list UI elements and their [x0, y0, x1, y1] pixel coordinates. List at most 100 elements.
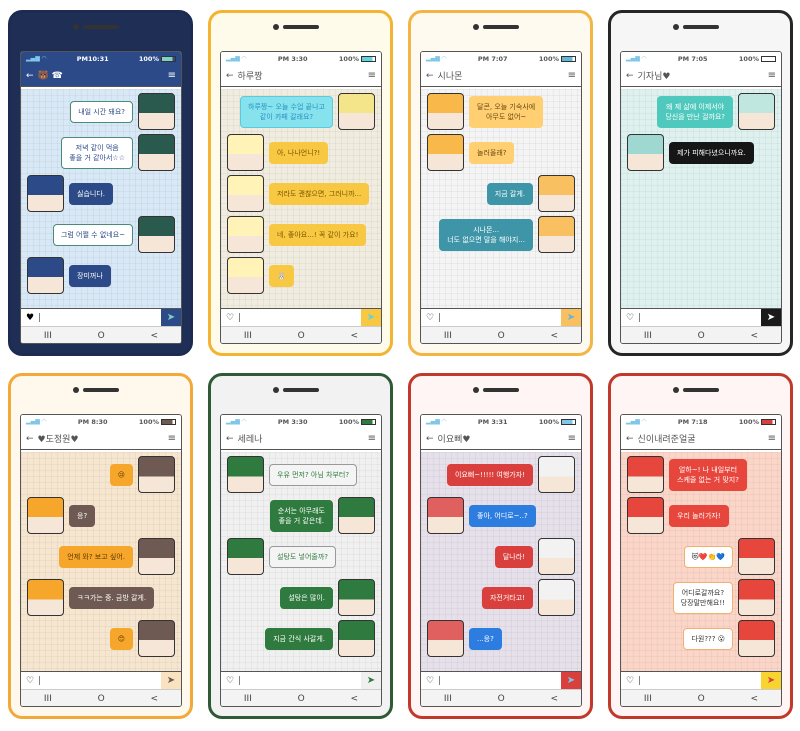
back-arrow-icon[interactable]: ←	[426, 433, 434, 444]
back-button[interactable]: <	[150, 331, 159, 341]
heart-icon[interactable]: ♡	[226, 312, 235, 323]
avatar[interactable]	[538, 456, 575, 493]
avatar[interactable]	[338, 579, 375, 616]
avatar[interactable]	[27, 175, 64, 212]
avatar[interactable]	[627, 497, 664, 534]
chat-area[interactable]: 내일 시간 돼요?저녁 같이 먹음 좋을 거 같아서☆☆싫습니다.그럼 어쩔 수…	[21, 89, 181, 308]
message-input-bar[interactable]: ♡| ➤	[621, 671, 781, 689]
menu-icon[interactable]: ≡	[567, 70, 576, 81]
avatar[interactable]	[27, 579, 64, 616]
avatar[interactable]	[538, 579, 575, 616]
home-button[interactable]: O	[297, 694, 305, 704]
back-arrow-icon[interactable]: ←	[26, 433, 34, 444]
send-button[interactable]: ➤	[361, 672, 381, 689]
recent-apps-button[interactable]: III	[43, 694, 52, 704]
menu-icon[interactable]: ≡	[167, 433, 176, 444]
menu-icon[interactable]: ≡	[167, 70, 176, 81]
avatar[interactable]	[227, 216, 264, 253]
heart-icon[interactable]: ♥	[26, 312, 35, 323]
avatar[interactable]	[27, 257, 64, 294]
back-arrow-icon[interactable]: ←	[226, 433, 234, 444]
avatar[interactable]	[338, 620, 375, 657]
avatar[interactable]	[227, 175, 264, 212]
message-input-bar[interactable]: ♡| ➤	[21, 671, 181, 689]
send-button[interactable]: ➤	[561, 309, 581, 326]
avatar[interactable]	[138, 620, 175, 657]
avatar[interactable]	[427, 93, 464, 130]
back-arrow-icon[interactable]: ←	[626, 433, 634, 444]
chat-area[interactable]: 이요삐~!!!!! 여행가자!좋아, 어디로~..?달나라!자전거타고!...응…	[421, 452, 581, 671]
avatar[interactable]	[538, 216, 575, 253]
avatar[interactable]	[138, 93, 175, 130]
back-arrow-icon[interactable]: ←	[426, 70, 434, 81]
avatar[interactable]	[738, 579, 775, 616]
avatar[interactable]	[427, 620, 464, 657]
text-cursor[interactable]: |	[638, 312, 642, 323]
message-input-bar[interactable]: ♡|➤	[221, 671, 381, 689]
message-input-bar[interactable]: ♡|➤	[421, 308, 581, 326]
avatar[interactable]	[538, 175, 575, 212]
back-button[interactable]: <	[550, 694, 559, 704]
back-button[interactable]: <	[750, 694, 759, 704]
send-button[interactable]: ➤	[761, 672, 781, 689]
recent-apps-button[interactable]: III	[643, 694, 652, 704]
back-arrow-icon[interactable]: ←	[26, 70, 34, 81]
recent-apps-button[interactable]: III	[43, 331, 52, 341]
avatar[interactable]	[738, 538, 775, 575]
chat-area[interactable]: 우유 먼저? 아님 차부터?순서는 아무래도 좋을 거 같은데.설탕도 넣어줄까…	[221, 452, 381, 671]
avatar[interactable]	[27, 497, 64, 534]
recent-apps-button[interactable]: III	[243, 694, 252, 704]
send-button[interactable]: ➤	[161, 672, 181, 689]
back-button[interactable]: <	[350, 694, 359, 704]
avatar[interactable]	[627, 456, 664, 493]
heart-icon[interactable]: ♡	[426, 675, 435, 686]
avatar[interactable]	[227, 456, 264, 493]
home-button[interactable]: O	[497, 331, 505, 341]
text-cursor[interactable]: |	[238, 312, 242, 323]
back-button[interactable]: <	[150, 694, 159, 704]
avatar[interactable]	[538, 538, 575, 575]
avatar[interactable]	[427, 497, 464, 534]
home-button[interactable]: O	[697, 694, 705, 704]
chat-area[interactable]: 얼하~! 나 내일부터 스케줄 없는 거 맞지?우리 놀러가자!😻❤️👏💙어디로…	[621, 452, 781, 671]
heart-icon[interactable]: ♡	[626, 312, 635, 323]
menu-icon[interactable]: ≡	[367, 70, 376, 81]
avatar[interactable]	[338, 93, 375, 130]
menu-icon[interactable]: ≡	[767, 433, 776, 444]
send-button[interactable]: ➤	[761, 309, 781, 326]
back-button[interactable]: <	[750, 331, 759, 341]
avatar[interactable]	[138, 538, 175, 575]
avatar[interactable]	[227, 538, 264, 575]
avatar[interactable]	[738, 620, 775, 657]
menu-icon[interactable]: ≡	[567, 433, 576, 444]
back-button[interactable]: <	[350, 331, 359, 341]
recent-apps-button[interactable]: III	[443, 331, 452, 341]
message-input-bar[interactable]: ♡| ➤	[221, 308, 381, 326]
text-cursor[interactable]: |	[38, 675, 42, 686]
text-cursor[interactable]: |	[38, 312, 42, 323]
text-cursor[interactable]: |	[438, 675, 442, 686]
avatar[interactable]	[738, 93, 775, 130]
text-cursor[interactable]: |	[238, 675, 242, 686]
recent-apps-button[interactable]: III	[443, 694, 452, 704]
chat-area[interactable]: 😢응?언제 와? 보고 싶어.ㅋㅋ가는 중. 금방 갈게.😊	[21, 452, 181, 671]
home-button[interactable]: O	[97, 331, 105, 341]
avatar[interactable]	[427, 134, 464, 171]
chat-area[interactable]: 달콘, 오늘 기숙사에 아무도 없어~놀러올래?지금 갈게.시나몬... 너도 …	[421, 89, 581, 308]
send-button[interactable]: ➤	[361, 309, 381, 326]
heart-icon[interactable]: ♡	[626, 675, 635, 686]
avatar[interactable]	[227, 257, 264, 294]
home-button[interactable]: O	[297, 331, 305, 341]
text-cursor[interactable]: |	[638, 675, 642, 686]
avatar[interactable]	[138, 456, 175, 493]
avatar[interactable]	[138, 216, 175, 253]
heart-icon[interactable]: ♡	[426, 312, 435, 323]
home-button[interactable]: O	[697, 331, 705, 341]
send-button[interactable]: ➤	[161, 309, 181, 326]
back-arrow-icon[interactable]: ←	[226, 70, 234, 81]
heart-icon[interactable]: ♡	[26, 675, 35, 686]
chat-area[interactable]: 하루짱~ 오늘 수업 끝나고 같이 카페 갈래요?아, 나나언니?!저라도 괜찮…	[221, 89, 381, 308]
recent-apps-button[interactable]: III	[243, 331, 252, 341]
message-input-bar[interactable]: ♥| ➤	[21, 308, 181, 326]
send-button[interactable]: ➤	[561, 672, 581, 689]
